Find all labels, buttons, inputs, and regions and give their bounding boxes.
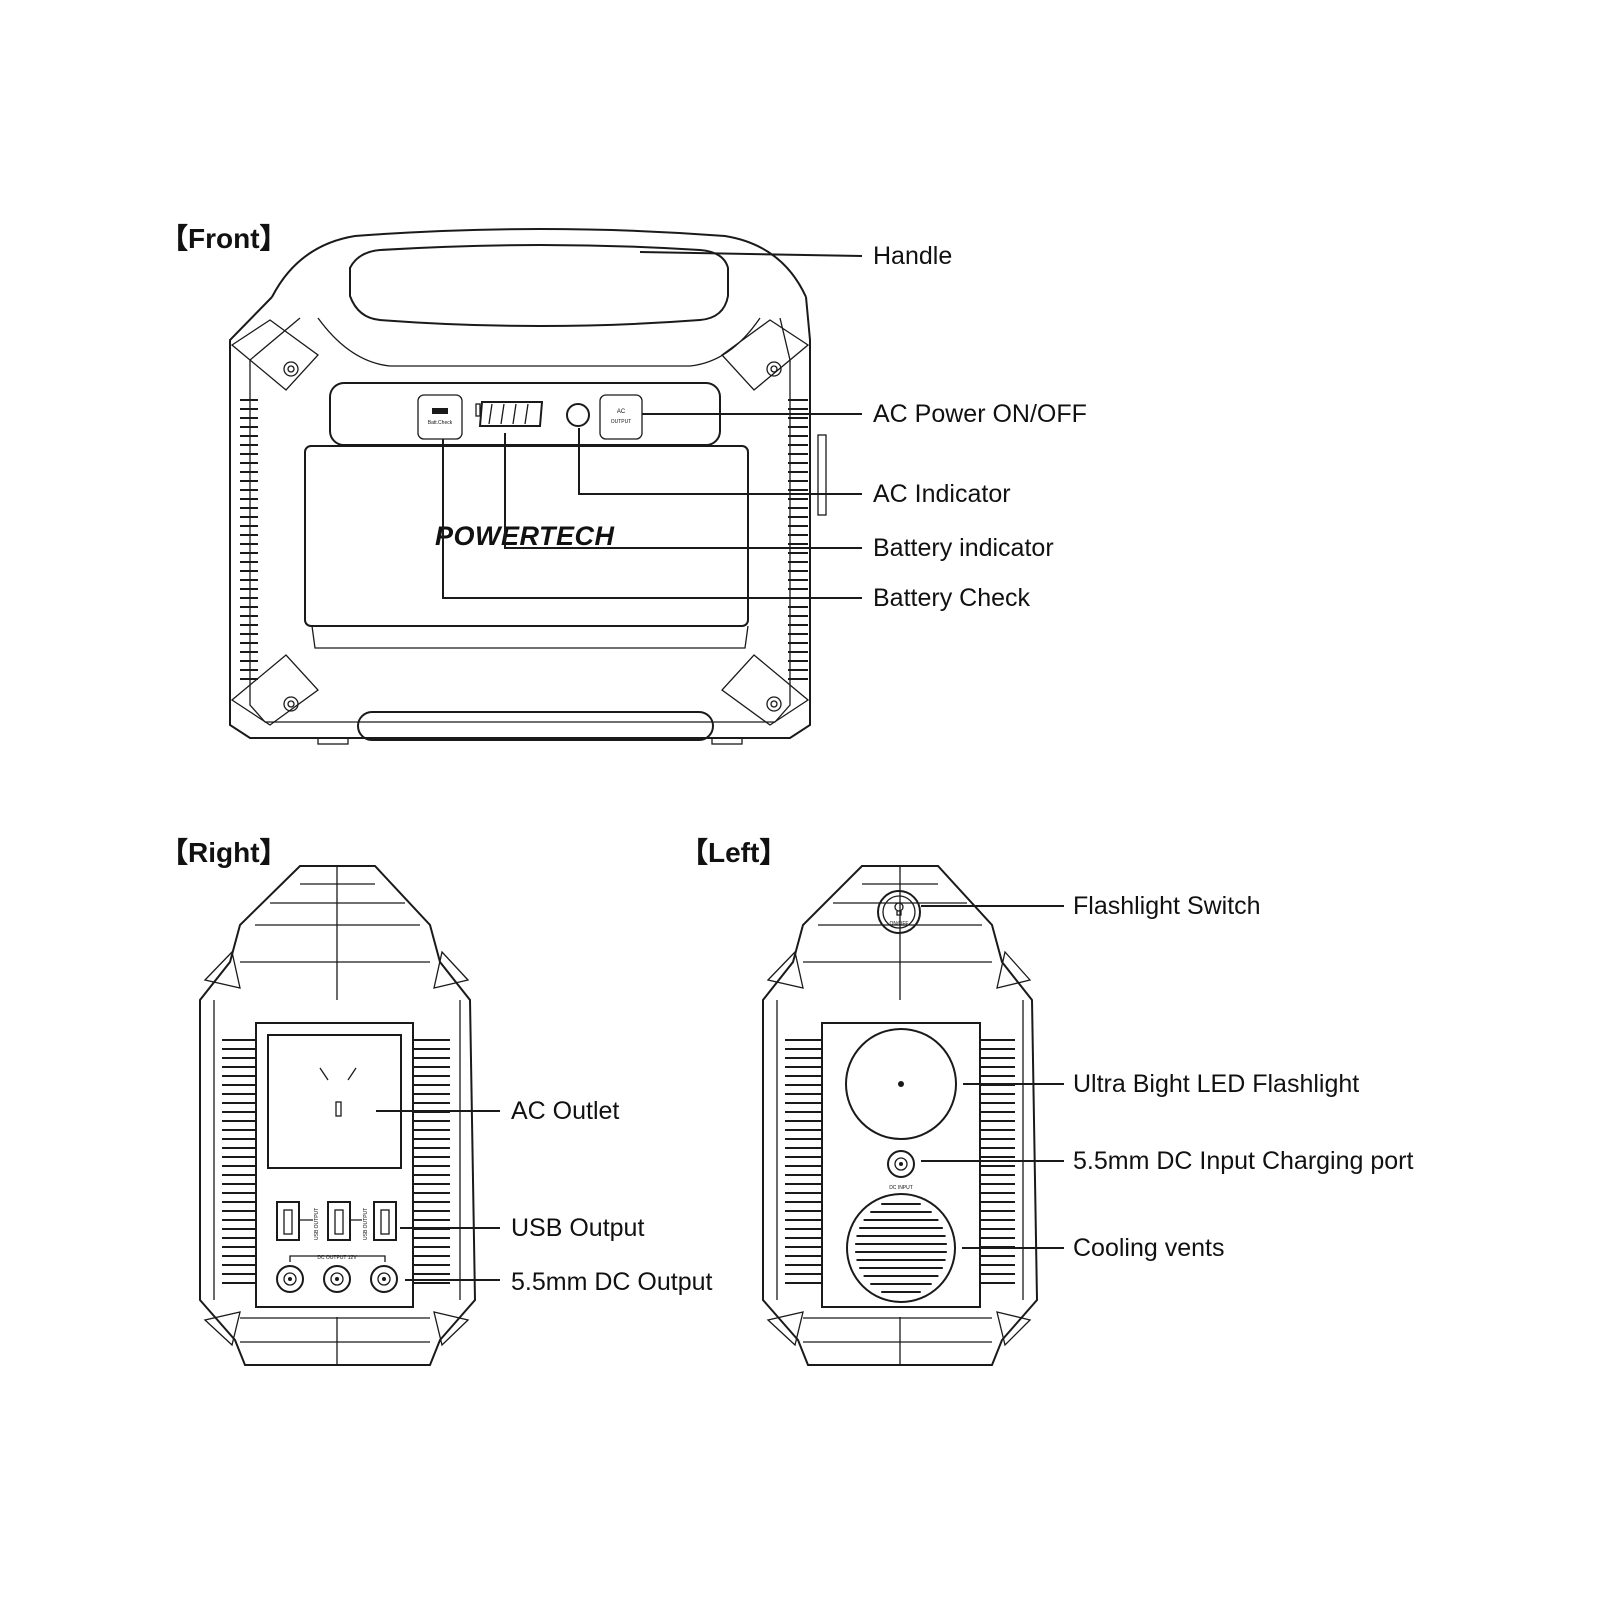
front-device-drawing: Batt.Check AC OUTPUT POWERTECH [229, 228, 827, 745]
callout-usb-output: USB Output [511, 1214, 644, 1242]
switch-label: ON/OFF [890, 921, 909, 927]
dc-output-label: DC OUTPUT 12V [317, 1255, 357, 1261]
usb-port[interactable] [373, 1201, 397, 1241]
callout-ac-power: AC Power ON/OFF [873, 400, 1087, 428]
dc-input-port[interactable] [887, 1150, 915, 1178]
callout-ac-indicator: AC Indicator [873, 480, 1011, 508]
usb-output-label: USB OUTPUT [363, 1208, 369, 1240]
callout-handle: Handle [873, 242, 952, 270]
right-title: 【Right】 [160, 837, 288, 868]
right-body-outline [199, 865, 477, 1366]
side-vents-left [240, 399, 258, 680]
callout-cooling-vents: Cooling vents [1073, 1234, 1224, 1262]
screw-icon [283, 361, 299, 377]
right-view: 【Right】 [160, 837, 713, 1366]
front-panel [304, 445, 749, 627]
dc-output-port[interactable] [370, 1265, 398, 1293]
ac-outlet-socket-icon [319, 1067, 357, 1081]
batt-check-label: Batt.Check [428, 420, 453, 426]
front-body-outline [229, 296, 811, 739]
left-panel [821, 1022, 981, 1308]
callout-ac-outlet: AC Outlet [511, 1097, 619, 1125]
usb-output-label: USB OUTPUT [314, 1208, 320, 1240]
ac-output-button[interactable] [599, 394, 643, 440]
callout-battery-indicator: Battery indicator [873, 534, 1054, 562]
ac-button-label-bottom: OUTPUT [611, 419, 632, 425]
callout-led-flashlight: Ultra Bight LED Flashlight [1073, 1070, 1359, 1098]
dc-output-port[interactable] [323, 1265, 351, 1293]
side-vents-right [980, 1039, 1015, 1284]
side-vents-left [785, 1039, 822, 1284]
bottom-foot [357, 711, 714, 741]
usb-port[interactable] [327, 1201, 351, 1241]
right-leader-lines [376, 1110, 500, 1281]
left-body-outline [762, 865, 1039, 1366]
battery-level-indicator [475, 401, 544, 427]
callout-battery-check: Battery Check [873, 584, 1031, 612]
side-vents-left [222, 1039, 256, 1284]
led-flashlight [845, 1028, 957, 1140]
screw-icon [766, 361, 782, 377]
side-vents-right [788, 399, 808, 680]
dc-output-port[interactable] [276, 1265, 304, 1293]
front-title: 【Front】 [160, 223, 288, 254]
lightbulb-icon [894, 902, 904, 916]
cooling-vents-grille [846, 1193, 956, 1303]
front-leader-lines [442, 251, 863, 599]
right-device-drawing: USB OUTPUT USB OUTPUT DC OUTPUT 12V [199, 865, 477, 1366]
callout-dc-input: 5.5mm DC Input Charging port [1073, 1147, 1413, 1175]
battery-icon [432, 408, 448, 414]
screw-icon [283, 696, 299, 712]
screw-icon [766, 696, 782, 712]
ac-button-label-top: AC [617, 409, 626, 415]
flashlight-switch[interactable] [877, 890, 921, 934]
left-title: 【Left】 [680, 837, 787, 868]
callout-flashlight-switch: Flashlight Switch [1073, 892, 1261, 920]
front-view: 【Front】 [160, 223, 1087, 745]
left-device-drawing: ON/OFF DC INPUT [762, 865, 1039, 1366]
dc-input-label: DC INPUT [889, 1185, 913, 1191]
callout-dc-output: 5.5mm DC Output [511, 1268, 713, 1296]
ac-outlet[interactable] [267, 1034, 402, 1169]
usb-port[interactable] [276, 1201, 300, 1241]
left-view: 【Left】 ON/OFF [680, 837, 1413, 1366]
left-leader-lines [921, 905, 1064, 1249]
handle-outline [271, 228, 807, 298]
handle-grip [349, 244, 729, 327]
side-vents-right [413, 1039, 450, 1284]
brand-logo: POWERTECH [435, 521, 615, 551]
right-port-panel [255, 1022, 414, 1308]
ac-indicator-light [566, 403, 590, 427]
battery-check-button[interactable] [417, 394, 463, 440]
